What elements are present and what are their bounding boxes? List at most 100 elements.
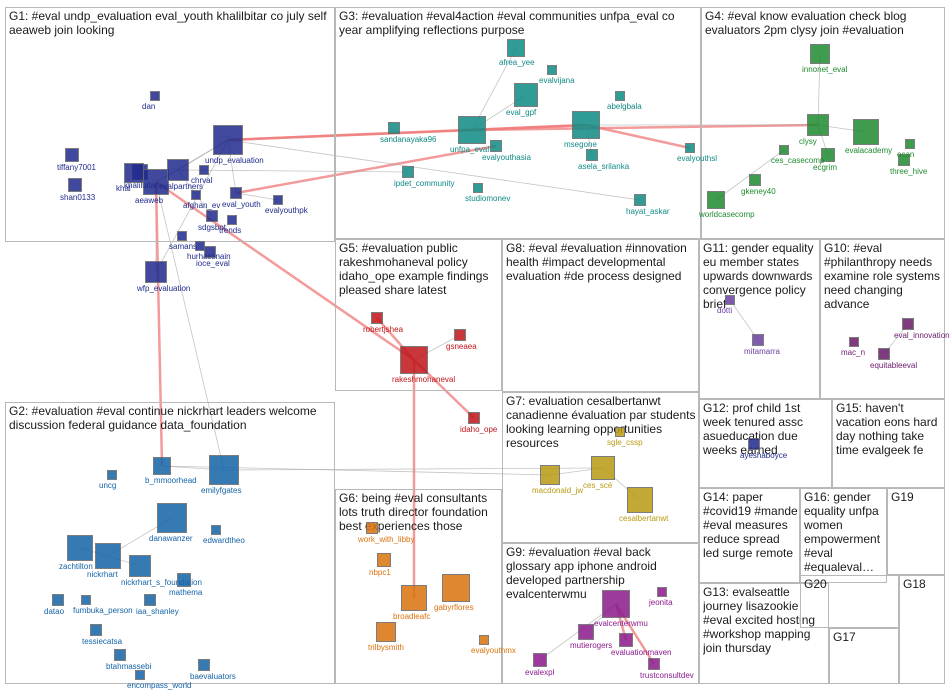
node-broadleafc-profile-photo[interactable] — [401, 585, 427, 611]
node-robertjshea-profile-photo[interactable] — [371, 312, 383, 324]
node-ces-sc--ces-logo[interactable] — [591, 456, 615, 480]
node-label: samans — [169, 242, 198, 251]
node-tiffany7001-profile-photo[interactable] — [65, 148, 79, 162]
group-g19-title: G19 — [891, 490, 914, 504]
edge — [227, 139, 641, 201]
node-label: mutierogers — [570, 641, 613, 650]
node-label: encompass_world — [127, 681, 192, 690]
group-g3 — [335, 7, 701, 239]
node-label: worldcasecomp — [699, 210, 755, 219]
node-ioce-eval-profile-photo[interactable] — [204, 246, 216, 258]
node-evalyouthasia-profile-photo[interactable] — [490, 140, 502, 152]
node-gkeney40-profile-photo[interactable] — [749, 174, 761, 186]
node-label: edwardtheo — [203, 536, 245, 545]
node-emilyfgates-profile-photo[interactable] — [209, 455, 239, 485]
node-abelgbala-profile-photo[interactable] — [615, 91, 625, 101]
node-eval-youth-profile-photo[interactable] — [230, 187, 242, 199]
node-jeonita-profile-photo[interactable] — [657, 587, 667, 597]
node-ayeshaboyce-profile-photo[interactable] — [748, 438, 760, 450]
edge — [155, 181, 225, 471]
node-evalyouthmx-profile-photo[interactable] — [479, 635, 489, 645]
node-nickrhart-s-foundation-data-logo[interactable] — [129, 555, 151, 577]
node-msegone-profile-photo[interactable] — [572, 111, 600, 139]
node-ocan-profile-photo[interactable] — [905, 139, 915, 149]
node-innonet-eval-innonet-logo[interactable] — [810, 44, 830, 64]
node-asela-srilanka-profile-photo[interactable] — [586, 149, 598, 161]
node-dotti-profile-photo[interactable] — [725, 295, 735, 305]
node-encompass-world-profile-photo[interactable] — [135, 670, 145, 680]
node-evalexpl-profile-photo[interactable] — [533, 653, 547, 667]
node-ipdet-community-profile-photo[interactable] — [402, 166, 414, 178]
node-afghan-ev-profile-photo[interactable] — [191, 190, 201, 200]
node-b-mmoorhead-profile-photo[interactable] — [153, 457, 171, 475]
node-chrval-profile-photo[interactable] — [199, 165, 209, 175]
node-sandanayaka96-profile-photo[interactable] — [388, 122, 400, 134]
node-equitableeval-profile-photo[interactable] — [878, 348, 890, 360]
node-samans-profile-photo[interactable] — [177, 231, 187, 241]
node-rakeshmohaneval-profile-photo[interactable] — [400, 346, 428, 374]
node-datao-profile-photo[interactable] — [52, 594, 64, 606]
node-shan0133-profile-photo[interactable] — [68, 178, 82, 192]
node-eval-innovation-profile-photo[interactable] — [902, 318, 914, 330]
node-mutierogers-profile-photo[interactable] — [578, 624, 594, 640]
node-gsneaea-profile-photo[interactable] — [454, 329, 466, 341]
node-work-with-libby-profile-photo[interactable] — [366, 522, 378, 534]
node-label: macdonald_jw — [532, 486, 584, 495]
node-nickrhart-profile-photo[interactable] — [95, 543, 121, 569]
node-undp-evaluation-ieo-logo[interactable] — [213, 125, 243, 155]
node-macdonald-jw-profile-photo[interactable] — [540, 465, 560, 485]
node-sdgsbot-sdg-wheel[interactable] — [206, 210, 218, 222]
node-afrea-yee-afrea-logo[interactable] — [507, 39, 525, 57]
node-hayat-askar-profile-photo[interactable] — [634, 194, 646, 206]
group-g10 — [820, 239, 945, 399]
node-trustconsultdev-profile-photo[interactable] — [648, 658, 660, 670]
node-evalpartners-evalpartners-logo[interactable] — [167, 159, 189, 181]
node-sgle-cssp-profile-photo[interactable] — [615, 427, 625, 437]
node-studiomonev-profile-photo[interactable] — [473, 183, 483, 193]
group-g5 — [335, 239, 502, 391]
node-evaluationmaven-profile-photo[interactable] — [619, 633, 633, 647]
node-trends-profile-photo[interactable] — [227, 215, 237, 225]
node-mathema-profile-photo[interactable] — [177, 573, 191, 587]
node-btahmassebi-profile-photo[interactable] — [114, 649, 126, 661]
node-evalvijana-profile-photo[interactable] — [547, 65, 557, 75]
node-mitamarra-profile-photo[interactable] — [752, 334, 764, 346]
node-edwardtheo-profile-photo[interactable] — [211, 525, 221, 535]
node-idaho-ope-profile-photo[interactable] — [468, 412, 480, 424]
node-wfp-evaluation-wfp-logo[interactable] — [145, 261, 167, 283]
node-evalcenterwmu-wmu-logo[interactable] — [602, 590, 630, 618]
node-eval-gpf-gpf-logo[interactable] — [514, 83, 538, 107]
group-g18-title: G18 — [903, 577, 926, 591]
node-three-hive-profile-photo[interactable] — [898, 154, 910, 166]
node-clysy-profile-photo[interactable] — [807, 114, 829, 136]
node-trilbysmith-profile-photo[interactable] — [376, 622, 396, 642]
node-iaa-shanley-profile-photo[interactable] — [144, 594, 156, 606]
node-ecgrim-profile-photo[interactable] — [821, 148, 835, 162]
node-label: abelgbala — [607, 102, 642, 111]
node-label: sgle_cssp — [607, 438, 643, 447]
node-evalyouthpk-profile-photo[interactable] — [273, 195, 283, 205]
node-nbpc1-profile-photo[interactable] — [377, 553, 391, 567]
node-label: mathema — [169, 588, 203, 597]
node-danawanzer-profile-photo[interactable] — [157, 503, 187, 533]
node-zachtilton-profile-photo[interactable] — [67, 535, 93, 561]
node-tessiecatsa-profile-photo[interactable] — [90, 624, 102, 636]
node-uncg-profile-photo[interactable] — [107, 470, 117, 480]
node-ces-casecomp-profile-photo[interactable] — [779, 145, 789, 155]
node-cesalbertanwt-profile-photo[interactable] — [627, 487, 653, 513]
node-evalacademy-evalacademy-logo[interactable] — [853, 119, 879, 145]
node-worldcasecomp-wcc-logo[interactable] — [707, 191, 725, 209]
group-g7-title: G7: evaluation cesalbertanwt canadienne … — [506, 394, 696, 450]
node-mac-n-profile-photo[interactable] — [849, 337, 859, 347]
node-fumbuka-person-profile-photo[interactable] — [81, 595, 91, 605]
node-dan-profile-photo[interactable] — [150, 91, 160, 101]
node-label: wfp_evaluation — [137, 284, 191, 293]
node-khal-profile-photo[interactable] — [124, 163, 144, 183]
node-baevaluators-profile-photo[interactable] — [198, 659, 210, 671]
group-g15-title: G15: haven't vacation eons hard day noth… — [836, 401, 938, 457]
node-aeaweb-aea-logo[interactable] — [143, 169, 169, 195]
group-g19 — [887, 488, 945, 575]
node-evalyouthsl-profile-photo[interactable] — [685, 143, 695, 153]
node-unfpa-eval-unfpa-logo[interactable] — [458, 116, 486, 144]
node-gabyrflores-profile-photo[interactable] — [442, 574, 470, 602]
